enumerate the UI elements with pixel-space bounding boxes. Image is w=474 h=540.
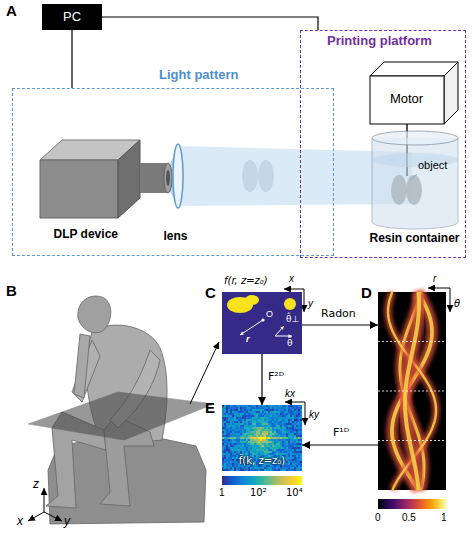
callout-label: object (418, 159, 447, 172)
axis-label: θ (454, 298, 460, 310)
node-label: lens (164, 230, 188, 244)
light-pattern-region: DLP devicelensLight pattern (12, 88, 334, 256)
spectrum-image: Ef̃(k, z=z₀) (222, 405, 302, 470)
sinogram-image: D (378, 292, 446, 490)
axis-label: kx (285, 388, 295, 400)
axis-label: y (64, 515, 70, 529)
node-label: DLP device (54, 228, 118, 242)
thinker-statue (74, 334, 90, 398)
axes (44, 512, 62, 521)
axes (305, 402, 306, 425)
thinker-statue (78, 296, 111, 333)
edge-label: Radon (320, 308, 357, 321)
edge-label: F²ᴰ (267, 371, 285, 384)
light-beam (242, 160, 258, 192)
printing-platform-region: MotorResin container Printing platform (300, 30, 466, 258)
axis-label: y (308, 298, 313, 310)
axes (28, 288, 450, 521)
connector (302, 444, 378, 445)
node-label: PC (42, 4, 102, 30)
node-label: Resin container (364, 232, 466, 246)
axis-label: x (17, 515, 23, 529)
unit-vector-label: θ̂ (287, 338, 293, 348)
dlp-device: DLP device (40, 138, 172, 246)
node-label: D (361, 284, 372, 301)
connector (261, 354, 262, 405)
origin-label: O (266, 309, 273, 319)
axes (284, 289, 304, 290)
vector-label: r (246, 334, 250, 344)
formula-label: f(r, z=z₀) (224, 275, 268, 287)
colorbar (222, 476, 302, 485)
axes (285, 402, 305, 403)
colorbar-tick: 10² (250, 487, 267, 499)
colorbar-tick: 1 (219, 487, 225, 499)
axes (450, 288, 451, 312)
unit-vector-label: θ̂⊥ (286, 314, 299, 324)
axis-label: z (33, 478, 39, 492)
connector (302, 324, 378, 325)
edge-label: F¹ᴰ (332, 427, 350, 440)
slice-plane (28, 392, 214, 440)
node-label: Light pattern (159, 68, 238, 83)
colorbar-tick: 1 (441, 512, 447, 524)
axis-label: r (433, 273, 436, 285)
connector (102, 17, 318, 30)
motor-box: Motor (370, 62, 458, 124)
colorbar-tick: 10⁴ (286, 487, 303, 499)
connector (71, 30, 72, 88)
colorbar-tick: 0.5 (402, 512, 416, 524)
resin-container: Resin container (368, 130, 462, 248)
axis-label: ky (309, 409, 319, 421)
sinogram-image-shape (378, 292, 446, 490)
node-label: C (205, 284, 216, 301)
light-beam (258, 160, 274, 192)
node-label: Printing platform (327, 34, 432, 49)
panel-letter: B (6, 282, 17, 299)
pc-box: PC (42, 4, 102, 30)
slice-pointer (190, 342, 219, 404)
colorbar-tick: 0 (375, 512, 381, 524)
axes (28, 512, 44, 521)
panel-letter: A (6, 2, 17, 19)
colorbar (378, 499, 446, 509)
formula-label: f̃(k, z=z₀) (222, 455, 302, 467)
node-label: E (205, 399, 215, 416)
axes (304, 289, 305, 312)
axes (44, 488, 45, 512)
axes (428, 288, 450, 289)
node-label: Motor (370, 92, 444, 107)
lens: lens (160, 138, 196, 248)
axis-label: x (289, 273, 294, 285)
resin-container-shape (368, 130, 462, 248)
